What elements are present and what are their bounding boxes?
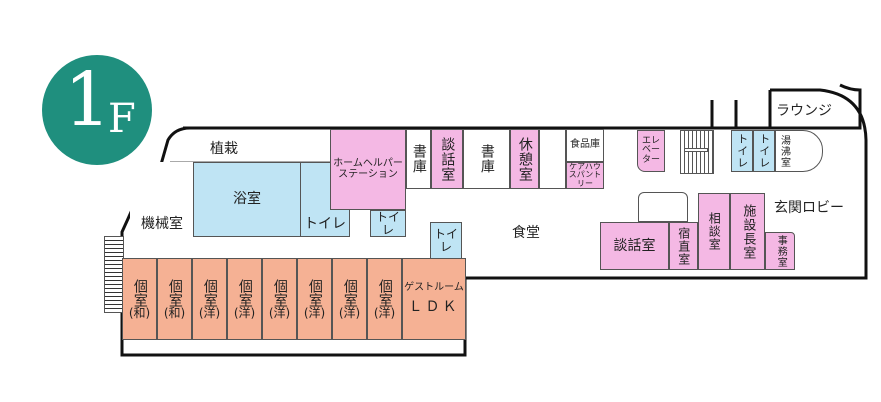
floor-badge: 1 F [42, 55, 152, 165]
rest-room: 休憩室 [510, 129, 539, 189]
planting-area: 植栽 [210, 141, 238, 157]
library-1: 書庫 [406, 129, 431, 189]
director-room: 施設長室 [730, 193, 765, 270]
stair-landing [684, 148, 708, 152]
private-room-row: 個室 (和) 個室 (和) 個室 (洋) 個室 (洋) 個室 (洋) 個室 (洋… [122, 258, 466, 340]
storage-space [638, 192, 688, 222]
boiler-room: 湯沸室 [775, 130, 823, 172]
floor-number: 1 [64, 57, 112, 143]
talk-room-2: 談話室 [600, 222, 669, 270]
private-room: 個室 (和) [122, 258, 157, 340]
bath-room: 浴室 [193, 162, 301, 237]
dining-hall: 食堂 [512, 225, 540, 241]
private-room: 個室 (洋) [297, 258, 332, 340]
night-duty-room: 宿直室 [669, 222, 698, 270]
machine-room: 機械室 [130, 162, 194, 237]
private-room: 個室 (洋) [262, 258, 297, 340]
toilet-4: トイレ [731, 130, 753, 172]
toilet-3: トイレ [430, 222, 462, 259]
corridor-space [539, 129, 566, 189]
stairs-left [104, 236, 124, 313]
care-house-pantry: ケアハウスパントリー [566, 162, 604, 189]
home-helper-station: ホームヘルパーステーション [330, 129, 406, 210]
office: 事務室 [765, 232, 795, 270]
private-room: 個室 (和) [157, 258, 192, 340]
floor-letter: F [108, 96, 136, 142]
elevator: エレベーター [637, 130, 665, 172]
food-storage: 食品庫 [566, 129, 604, 162]
private-room: 個室 (洋) [367, 258, 402, 340]
stairs-upper [680, 130, 714, 174]
entrance-lobby: 玄関ロビー [774, 200, 844, 216]
lounge: ラウンジ [776, 103, 832, 119]
talk-room-1: 談話室 [431, 129, 463, 189]
toilet-5: トイレ [753, 130, 775, 172]
library-2: 書庫 [463, 129, 510, 189]
consultation-room: 相談室 [698, 193, 730, 270]
toilet-2: トイレ [370, 210, 406, 237]
guest-room-ldk: ゲストルーム ＬＤＫ [402, 258, 466, 340]
private-room: 個室 (洋) [192, 258, 227, 340]
private-room: 個室 (洋) [332, 258, 367, 340]
private-room: 個室 (洋) [227, 258, 262, 340]
